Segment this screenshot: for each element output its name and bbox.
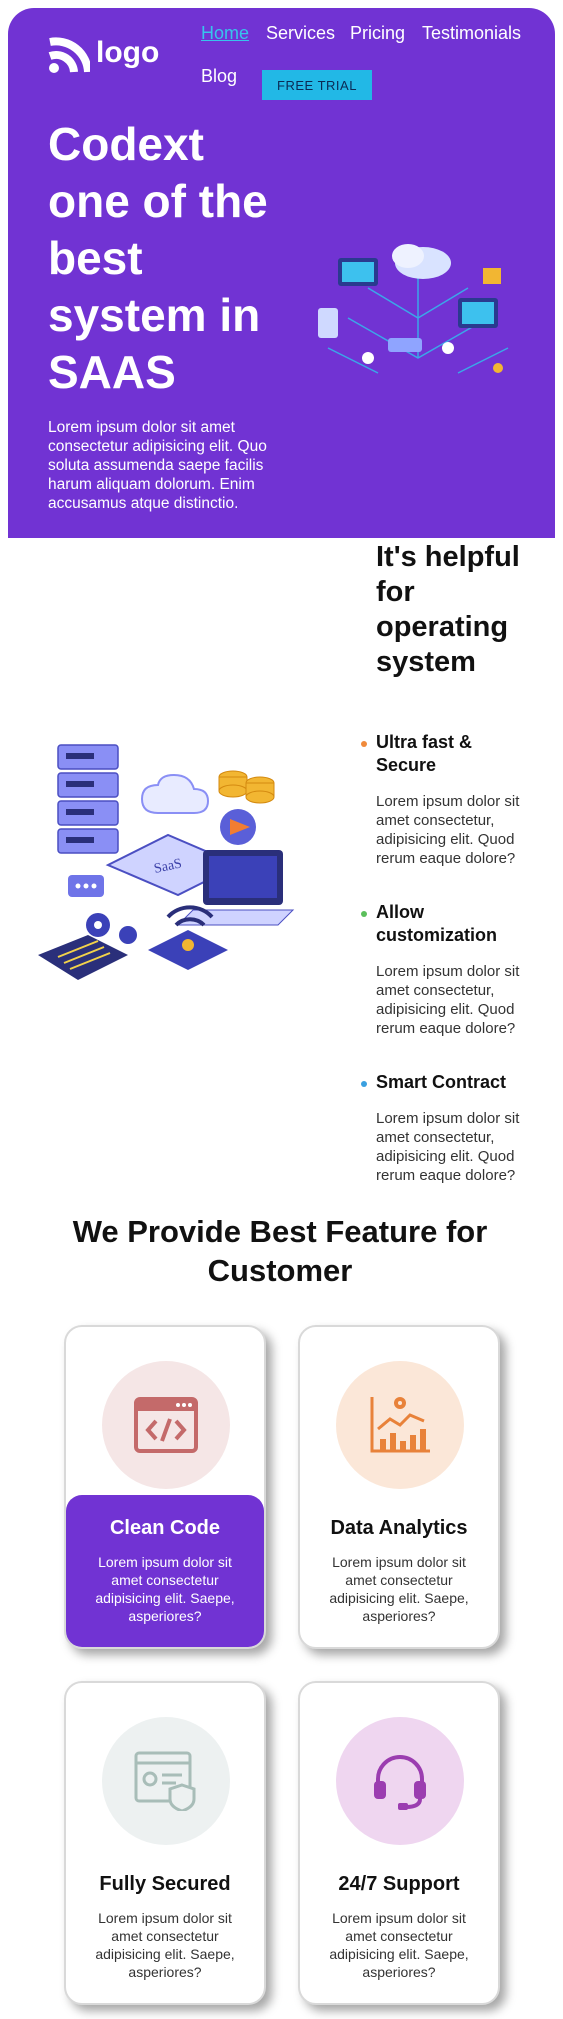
saas-server-illustration: SaaS: [38, 744, 295, 980]
shield-icon: [102, 1717, 230, 1845]
feature-title: Allow customization: [376, 902, 498, 945]
feature-description: Lorem ipsum dolor sit amet consectetur, …: [376, 1110, 520, 1184]
feature-card-support[interactable]: 24/7 Support Lorem ipsum dolor sit amet …: [298, 1681, 500, 2005]
nav-blog-link[interactable]: Blog: [201, 66, 238, 86]
feature-bullet-icon: [361, 911, 367, 917]
code-icon: [102, 1361, 230, 1489]
nav-home-link[interactable]: Home: [201, 23, 250, 43]
nav-testimonials-link[interactable]: Testimonials: [422, 23, 522, 43]
hero-section: logo Home Services Pricing Testimonials …: [8, 8, 555, 538]
feature-title: Ultra fast & Secure: [376, 732, 473, 775]
card-title: 24/7 Support: [338, 1873, 460, 1895]
card-description: Lorem ipsum dolor sit amet consectetur a…: [329, 1554, 469, 1624]
nav-pricing-link[interactable]: Pricing: [350, 23, 406, 43]
cloud-network-illustration: [318, 244, 509, 374]
logo[interactable]: logo: [48, 32, 159, 74]
about-title: It's helpful for operating system: [376, 541, 520, 678]
feature-card-data-analytics[interactable]: Data Analytics Lorem ipsum dolor sit ame…: [298, 1325, 500, 1649]
active-card-band: [66, 1495, 264, 1647]
feature-card-clean-code[interactable]: Clean Code Lorem ipsum dolor sit amet co…: [64, 1325, 266, 1649]
card-description: Lorem ipsum dolor sit amet consectetur a…: [95, 1910, 235, 1980]
feature-description: Lorem ipsum dolor sit amet consectetur, …: [376, 793, 520, 867]
feature-bullet-icon: [361, 741, 367, 747]
nav-services-link[interactable]: Services: [266, 23, 336, 43]
headset-icon: [336, 1717, 464, 1845]
card-title: Data Analytics: [330, 1517, 468, 1539]
hero-title: Codext one of the best system in SAAS: [48, 118, 268, 398]
svg-text:SaaS: SaaS: [153, 856, 184, 876]
card-description: Lorem ipsum dolor sit amet consectetur a…: [95, 1554, 235, 1624]
logo-text: logo: [96, 36, 160, 69]
card-title: Fully Secured: [99, 1873, 231, 1895]
analytics-icon: [336, 1361, 464, 1489]
card-description: Lorem ipsum dolor sit amet consectetur a…: [329, 1910, 469, 1980]
card-title: Clean Code: [109, 1517, 221, 1539]
wifi-logo-icon: [48, 37, 90, 73]
feature-card-fully-secured[interactable]: Fully Secured Lorem ipsum dolor sit amet…: [64, 1681, 266, 2005]
feature-bullet-icon: [361, 1081, 367, 1087]
feature-description: Lorem ipsum dolor sit amet consectetur, …: [376, 963, 520, 1037]
features-section-title: We Provide Best Feature for Customer: [72, 1214, 488, 1288]
free-trial-button[interactable]: FREE TRIAL: [262, 70, 372, 100]
hero-description: Lorem ipsum dolor sit amet consectetur a…: [48, 419, 267, 512]
feature-title: Smart Contract: [376, 1072, 507, 1092]
